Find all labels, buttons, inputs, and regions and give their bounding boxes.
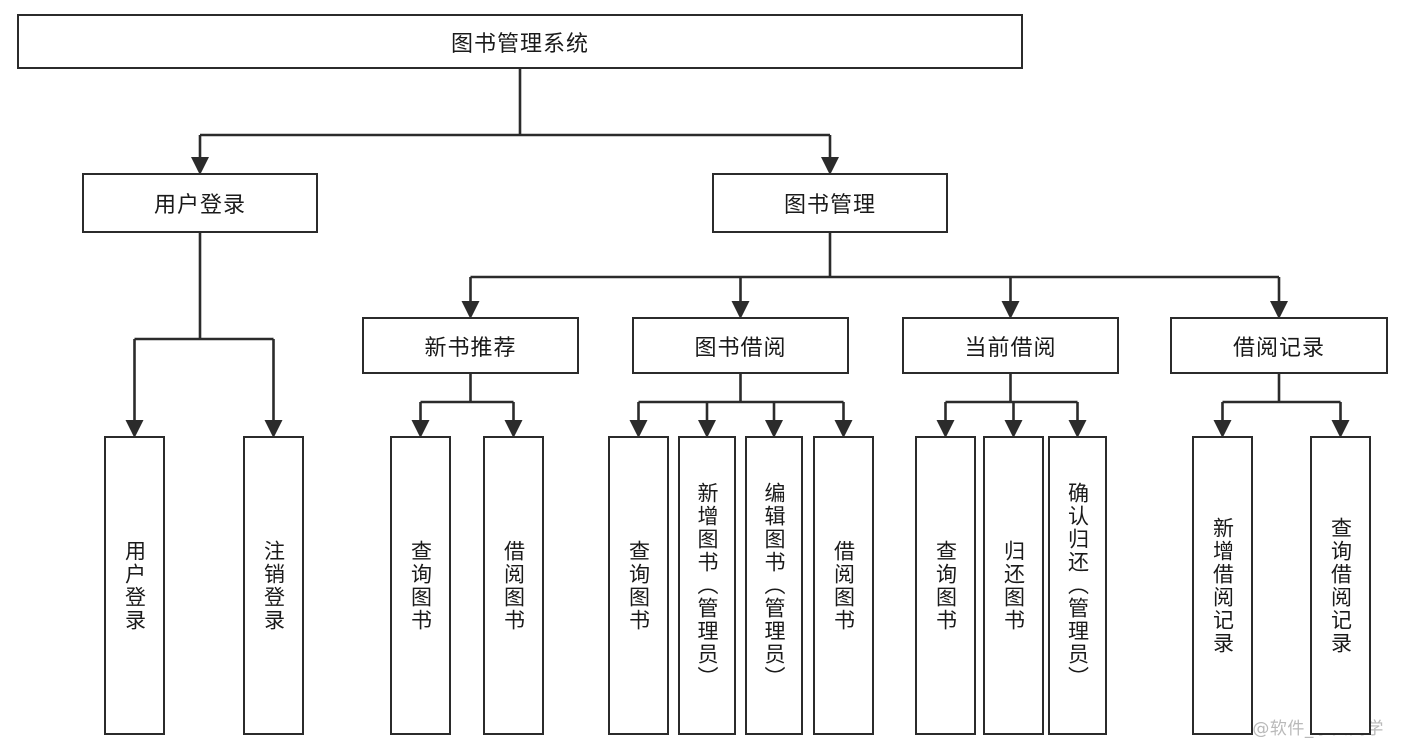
node-label: 图书管理系统: [450, 31, 589, 57]
node-leaf-query-book-rec[interactable]: 查询图书: [390, 436, 451, 735]
node-new-book-rec[interactable]: 新书推荐: [362, 317, 579, 374]
node-label: 图书借阅: [694, 335, 787, 361]
node-label: 查询图书: [626, 539, 651, 632]
node-label: 查询借阅记录: [1328, 516, 1353, 655]
node-user-login[interactable]: 用户登录: [82, 173, 318, 233]
node-root[interactable]: 图书管理系统: [17, 14, 1023, 69]
node-book-manage[interactable]: 图书管理: [712, 173, 948, 233]
node-label: 归还图书: [1001, 539, 1026, 632]
node-leaf-user-logout[interactable]: 注销登录: [243, 436, 304, 735]
node-label: 图书管理: [783, 193, 876, 218]
node-leaf-query-borrow-record[interactable]: 查询借阅记录: [1310, 436, 1371, 735]
node-leaf-edit-book[interactable]: 编辑图书（管理员）: [745, 436, 803, 735]
node-label: 新增借阅记录: [1210, 516, 1235, 655]
node-leaf-add-borrow-record[interactable]: 新增借阅记录: [1192, 436, 1253, 735]
node-book-borrow[interactable]: 图书借阅: [632, 317, 849, 374]
node-borrow-record[interactable]: 借阅记录: [1170, 317, 1388, 374]
node-label: 借阅图书: [831, 539, 856, 632]
node-label: 编辑图书（管理员）: [762, 482, 787, 689]
node-label: 用户登录: [122, 539, 147, 632]
node-label: 查询图书: [408, 539, 433, 632]
node-label: 用户登录: [153, 193, 246, 218]
node-leaf-user-login[interactable]: 用户登录: [104, 436, 165, 735]
node-label: 确认归还（管理员）: [1065, 482, 1090, 689]
node-label: 新增图书（管理员）: [695, 482, 720, 689]
node-leaf-add-book[interactable]: 新增图书（管理员）: [678, 436, 736, 735]
node-label: 新书推荐: [424, 335, 517, 361]
node-leaf-query-book-borrow[interactable]: 查询图书: [608, 436, 669, 735]
node-current-borrow[interactable]: 当前借阅: [902, 317, 1119, 374]
node-label: 查询图书: [933, 539, 958, 632]
node-leaf-borrow-book-rec[interactable]: 借阅图书: [483, 436, 544, 735]
node-leaf-confirm-return[interactable]: 确认归还（管理员）: [1048, 436, 1107, 735]
node-label: 借阅记录: [1232, 335, 1325, 361]
node-label: 注销登录: [261, 539, 286, 632]
node-leaf-return-book[interactable]: 归还图书: [983, 436, 1044, 735]
node-leaf-borrow-book[interactable]: 借阅图书: [813, 436, 874, 735]
node-label: 借阅图书: [501, 539, 526, 632]
node-label: 当前借阅: [964, 335, 1057, 361]
node-leaf-query-book-cur[interactable]: 查询图书: [915, 436, 976, 735]
